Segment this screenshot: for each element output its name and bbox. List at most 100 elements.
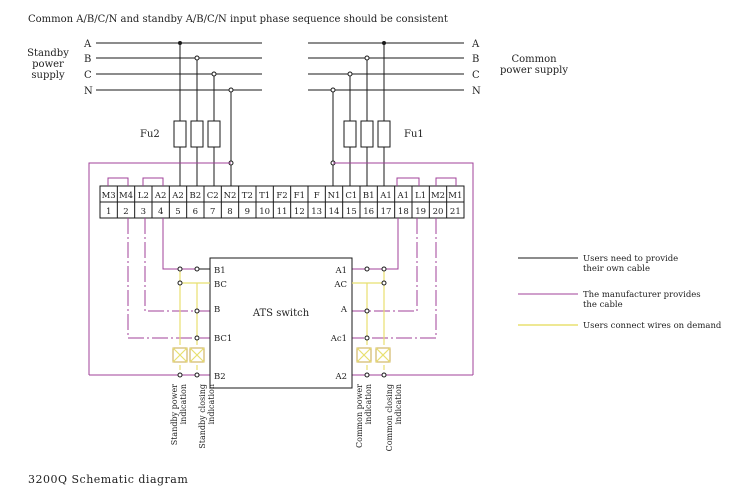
standby-phase-c: C [84,70,92,81]
standby-power-line-2: indication [179,384,188,424]
terminal-label: A1 [397,191,410,201]
terminal-label: F1 [294,191,305,201]
standby-closing-lamp-icon [189,347,205,363]
terminal-number: 2 [123,207,128,217]
terminal-label: A2 [171,191,184,201]
legend-user-cable-line-2: their own cable [583,264,650,274]
terminal-number: 11 [277,207,288,217]
terminal-to-ats-wires [127,218,437,339]
terminal-label: T2 [242,191,253,201]
schematic-caption: 3200Q Schematic diagram [28,473,188,486]
common-closing-lamp-icon [375,347,391,363]
terminal-number: 4 [158,207,163,217]
terminal-number: 12 [294,207,305,217]
ats-pin-a1: A1 [334,266,347,276]
common-bus-lines [308,42,464,91]
ats-pin-ac1: Ac1 [330,334,347,344]
terminal-number: 9 [245,207,250,217]
terminal-number: 21 [450,207,461,217]
common-phase-n: N [472,86,481,97]
standby-power-lamp-icon [172,347,188,363]
junction-dot [178,41,182,45]
standby-label-line-2: power [32,59,64,70]
terminal-cells: M31M42L23A24A25B26C27N28T29T110F211F112F… [102,186,462,218]
common-closing-indication-label: Common closing indication [385,384,403,451]
standby-phase-n: N [84,86,93,97]
terminal-label: T1 [259,191,270,201]
legend-on-demand-line-1: Users connect wires on demand [583,321,722,331]
junction-node [330,87,336,93]
common-phase-a: A [471,39,480,50]
terminal-label: A2 [154,191,167,201]
terminal-number: 15 [346,207,357,217]
common-label-line-2: power supply [500,65,568,76]
legend: Users need to provide their own cable Th… [518,254,722,331]
common-closing-line-2: indication [394,384,403,424]
terminal-label: A1 [379,191,392,201]
terminal-number: 7 [210,207,215,217]
terminal-number: 1 [106,207,111,217]
terminal-number: 16 [363,207,374,217]
standby-phase-b: B [84,54,91,65]
standby-power-indication-label: Standby power indication [170,384,188,445]
ats-pin-b1: B1 [214,266,226,276]
junction-node [347,71,353,77]
terminal-strip: M31M42L23A24A25B26C27N28T29T110F211F112F… [99,185,465,219]
common-phase-b: B [472,54,479,65]
terminal-number: 3 [141,207,146,217]
terminal-number: 14 [329,207,340,217]
terminal-number: 5 [175,207,180,217]
terminal-label: L1 [415,191,426,201]
legend-manufacturer-line-1: The manufacturer provides [583,290,701,300]
manufacturer-cable-loops [88,162,474,376]
terminal-number: 17 [381,207,392,217]
terminal-label: M4 [119,191,133,201]
phase-sequence-note: Common A/B/C/N and standby A/B/C/N input… [28,14,448,25]
standby-indication-wiring [177,266,210,378]
standby-closing-line-2: indication [207,384,216,424]
terminal-label: N1 [328,191,341,201]
terminal-label: L2 [138,191,149,201]
terminal-label: N2 [224,191,237,201]
terminal-label: B2 [190,191,202,201]
common-phase-c: C [472,70,480,81]
junction-dot [382,41,386,45]
terminal-label: F [314,191,320,201]
ats-pin-b2: B2 [214,372,226,382]
terminal-label: C2 [207,191,219,201]
ats-pin-a2: A2 [334,372,347,382]
common-supply-label: Common power supply [500,54,568,76]
fuse-block-fu1 [343,120,391,148]
terminal-number: 8 [227,207,232,217]
common-indication-wiring [352,266,387,378]
legend-manufacturer-line-2: the cable [583,300,623,310]
junction-node [364,55,370,61]
terminal-number: 13 [311,207,322,217]
terminal-number: 10 [259,207,270,217]
junction-node [194,55,200,61]
ats-switch-box: ATS switch [209,257,353,389]
fuse-block-fu2 [173,120,221,148]
ats-pin-bc: BC [214,280,227,290]
common-power-indication-label: Common power indication [355,384,373,448]
ats-pin-a: A [340,305,348,315]
junction-node [228,87,234,93]
terminal-label: M3 [102,191,116,201]
standby-supply-label: Standby power supply [27,48,69,81]
junction-node [211,71,217,77]
common-power-lamp-icon [356,347,372,363]
terminal-label: F2 [276,191,287,201]
legend-user-cable-line-1: Users need to provide [583,254,678,264]
common-closing-line-1: Common closing [385,384,394,451]
standby-label-line-3: supply [31,70,65,81]
ats-pin-ac: AC [333,280,347,290]
standby-drop-wires [179,43,232,186]
terminal-number: 18 [398,207,409,217]
terminal-label: M1 [448,191,462,201]
fuse-label-fu1: Fu1 [404,129,424,140]
terminal-label: M2 [431,191,445,201]
terminal-label: C1 [345,191,357,201]
ats-switch-title: ATS switch [252,308,310,319]
ats-pin-b: B [214,305,220,315]
